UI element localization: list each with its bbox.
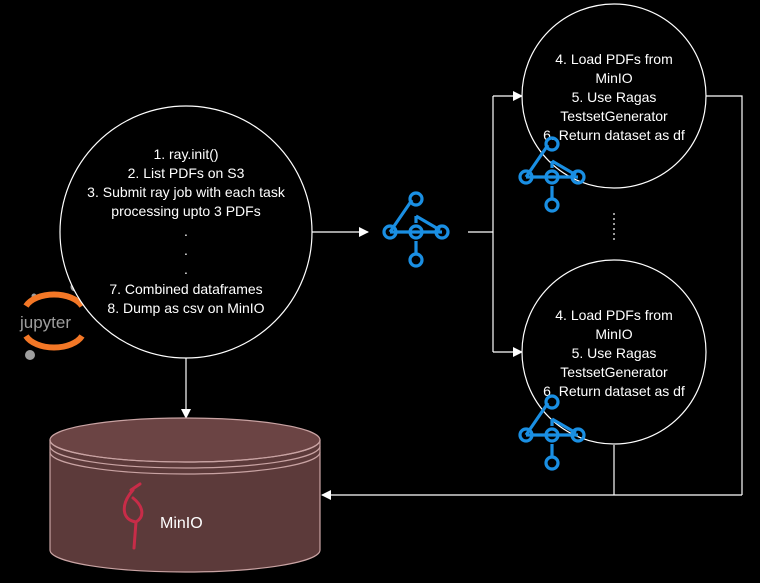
driver-ellipsis-3: . bbox=[184, 261, 188, 277]
driver-node: 1. ray.init() 2. List PDFs on S3 3. Subm… bbox=[59, 105, 313, 359]
worker-node-bottom: 4. Load PDFs from MinIO 5. Use Ragas Tes… bbox=[521, 259, 707, 445]
driver-step-7: 7. Combined dataframes bbox=[109, 281, 262, 297]
driver-ellipsis-1: . bbox=[184, 223, 188, 239]
driver-ellipsis-2: . bbox=[184, 242, 188, 258]
cylinder-rims bbox=[49, 439, 321, 475]
worker-bottom-step-6: 6. Return dataset as df bbox=[543, 383, 685, 399]
worker-bottom-step-5-cont: TestsetGenerator bbox=[560, 364, 668, 380]
minio-logo-icon bbox=[122, 482, 144, 550]
cylinder-body bbox=[49, 440, 321, 573]
worker-top-step-4: 4. Load PDFs from bbox=[555, 51, 673, 67]
driver-step-3-cont: processing upto 3 PDFs bbox=[111, 203, 260, 219]
worker-bottom-step-4: 4. Load PDFs from bbox=[555, 307, 673, 323]
driver-step-8: 8. Dump as csv on MinIO bbox=[107, 300, 264, 316]
minio-storage: MinIO bbox=[49, 417, 321, 573]
worker-top-step-5: 5. Use Ragas bbox=[572, 89, 657, 105]
worker-node-top: 4. Load PDFs from MinIO 5. Use Ragas Tes… bbox=[521, 3, 707, 189]
worker-top-step-4-cont: MinIO bbox=[595, 70, 632, 86]
minio-label: MinIO bbox=[160, 515, 203, 532]
driver-step-2: 2. List PDFs on S3 bbox=[128, 165, 245, 181]
worker-bottom-step-5: 5. Use Ragas bbox=[572, 345, 657, 361]
jupyter-label: jupyter bbox=[19, 313, 71, 332]
worker-top-step-6: 6. Return dataset as df bbox=[543, 127, 685, 143]
worker-bottom-step-4-cont: MinIO bbox=[595, 326, 632, 342]
worker-top-step-5-cont: TestsetGenerator bbox=[560, 108, 668, 124]
driver-step-1: 1. ray.init() bbox=[153, 146, 218, 162]
jupyter-logo-icon: jupyter bbox=[19, 282, 85, 360]
ray-cluster-icon bbox=[382, 191, 450, 268]
driver-step-3: 3. Submit ray job with each task bbox=[87, 184, 286, 200]
